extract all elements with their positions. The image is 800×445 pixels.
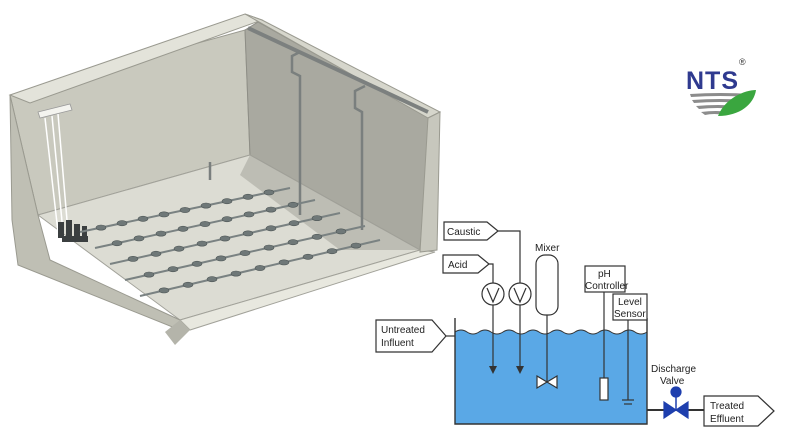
acid-label: Acid <box>448 260 467 271</box>
ph-controller-label-line1: pH <box>598 269 611 280</box>
diffuser-disc <box>326 248 338 255</box>
diffuser-disc <box>179 207 191 213</box>
diffuser-disc <box>116 220 128 227</box>
diffuser-disc <box>335 228 347 235</box>
diffuser-disc <box>239 250 251 256</box>
diffuser-disc <box>243 211 255 218</box>
diffuser-disc <box>254 265 266 271</box>
diffuser-disc <box>167 266 179 273</box>
aeration-basin-illustration <box>8 13 442 345</box>
diffuser-disc <box>206 276 218 283</box>
neutralization-process-diagram <box>375 221 775 427</box>
ph-controller-label-line2: Controller <box>585 281 629 292</box>
discharge-valve-label-line1: Discharge <box>651 364 696 375</box>
diffuser-disc <box>311 215 323 221</box>
logo-text: NTS <box>686 67 739 95</box>
level-sensor-label-line1: Level <box>618 297 642 308</box>
diffuser-disc <box>158 211 170 218</box>
caustic-pump-icon <box>508 282 532 306</box>
diffuser-disc <box>278 259 290 266</box>
diffuser-grid <box>95 189 362 294</box>
registered-mark: ® <box>739 57 746 67</box>
tank-water <box>454 329 648 425</box>
diffuser-disc <box>111 240 123 247</box>
diffuser-disc <box>95 224 107 231</box>
diffuser-disc <box>177 225 189 232</box>
diffuser-disc <box>143 271 155 278</box>
diffuser-disc <box>265 206 277 213</box>
diffuser-disc <box>200 202 212 209</box>
diffuser-disc <box>199 221 211 227</box>
diffuser-disc <box>287 239 299 246</box>
diffuser-disc <box>287 201 299 208</box>
effluent-output-arrow <box>703 395 775 427</box>
diffuser-disc <box>158 287 170 294</box>
diffuser-disc <box>242 230 254 237</box>
effluent-label-line2: Effluent <box>710 414 744 425</box>
caustic-label: Caustic <box>447 227 480 238</box>
tank-walls <box>454 318 648 425</box>
diffuser-disc <box>242 193 254 200</box>
diffuser-disc <box>230 270 242 277</box>
diffuser-disc <box>133 235 145 242</box>
diffuser-disc <box>221 216 233 223</box>
influent-input-arrow <box>375 319 447 353</box>
diffuser-disc <box>311 233 323 240</box>
diffuser-disc <box>302 253 314 260</box>
influent-label-line2: Influent <box>381 338 414 349</box>
diffuser-disc <box>263 189 275 196</box>
mixer-motor <box>535 254 559 316</box>
diffuser-disc <box>196 240 208 247</box>
ph-controller-box <box>584 265 626 293</box>
nts-logo: NTS ® <box>686 57 756 116</box>
diffuser-disc <box>215 255 227 262</box>
discharge-valve-label-line2: Valve <box>660 376 685 387</box>
mixer-label: Mixer <box>535 243 560 254</box>
level-sensor-box <box>612 293 648 321</box>
mixer-impeller-icon <box>536 374 558 390</box>
ph-probe <box>599 377 609 401</box>
effluent-label-line1: Treated <box>710 401 744 412</box>
diffuser-disc <box>150 250 162 257</box>
diffuser-disc <box>263 244 275 251</box>
diffuser-disc <box>155 230 167 237</box>
acid-input-arrow <box>442 254 490 274</box>
leaf-icon <box>718 90 756 116</box>
diffuser-disc <box>182 281 194 288</box>
level-sensor-label-line2: Sensor <box>614 309 646 320</box>
diffuser-disc <box>219 235 231 242</box>
diffuser-disc <box>265 225 277 232</box>
influent-label-line1: Untreated <box>381 325 425 336</box>
acid-pump-icon <box>481 282 505 306</box>
caustic-input-arrow <box>443 221 499 241</box>
discharge-valve-icon <box>663 386 689 420</box>
diffuser-disc <box>173 245 185 252</box>
diffuser-disc <box>288 220 300 227</box>
diffuser-disc <box>350 242 362 249</box>
diffuser-disc <box>221 198 233 205</box>
diffuser-disc <box>137 215 149 222</box>
diagram-labels: Caustic Acid Mixer pH Controller Level S… <box>381 227 744 425</box>
diffuser-disc <box>127 255 139 262</box>
diffuser-disc <box>191 260 203 267</box>
